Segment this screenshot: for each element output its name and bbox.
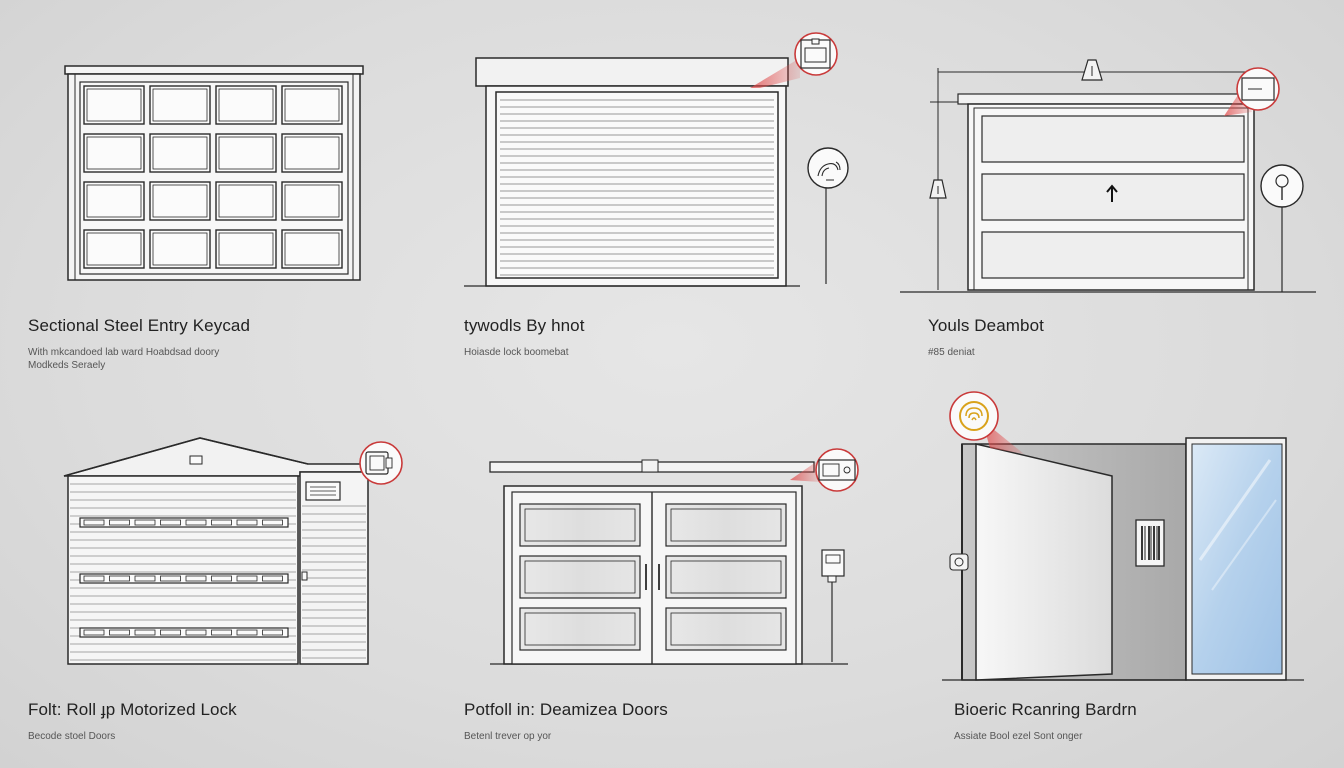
panel-title: Bioeric Rcanring Bardrn — [954, 700, 1137, 719]
door-panel — [665, 555, 787, 599]
window-strip — [79, 627, 289, 638]
garage-building — [63, 437, 369, 665]
window-pane — [281, 229, 343, 269]
window-pane — [149, 181, 211, 221]
caption-sectional-steel: Sectional Steel Entry Keycad With mkcand… — [28, 316, 408, 372]
panel-title: tywodls By hnot — [464, 316, 585, 335]
keypad-callout-icon — [815, 448, 859, 492]
door-panel — [665, 503, 787, 547]
window-strip — [79, 517, 289, 528]
window-pane — [83, 229, 145, 269]
window-pane — [83, 85, 145, 125]
window-pane — [281, 181, 343, 221]
fingerprint-reader-icon — [807, 147, 849, 189]
biometric-entry-door — [942, 420, 1304, 681]
door-panel — [665, 607, 787, 651]
window-strip — [79, 573, 289, 584]
window-pane — [149, 229, 211, 269]
keypad-callout-icon — [1236, 67, 1280, 111]
panel-title: Folt: Roll ɟp Motorized Lock — [28, 700, 237, 719]
sectional-door — [64, 65, 364, 281]
caption-roll-up: tywodls By hnot Hoiasde lock boomebat — [464, 316, 844, 359]
caption-biometric: Bioeric Rcanring Bardrn Assiate Bool eze… — [954, 700, 1334, 743]
panel-subtitle: With mkcandoed lab ward Hoabdsad doory — [28, 347, 220, 358]
biometric-scanner-icon — [949, 391, 999, 441]
window-pane — [83, 133, 145, 173]
panel-subtitle: Assiate Bool ezel Sont onger — [954, 731, 1083, 742]
window-pane — [281, 85, 343, 125]
panel-subtitle-line2: Modkeds Seraely — [28, 360, 106, 371]
door-panel — [519, 555, 641, 599]
smart-lock-icon — [1260, 164, 1304, 208]
panel-subtitle: Becode stoel Doors — [28, 731, 116, 742]
window-pane — [215, 229, 277, 269]
window-pane — [281, 133, 343, 173]
caption-carriage-doors: Potfoll in: Deamizea Doors Betenl trever… — [464, 700, 844, 743]
window-pane — [149, 133, 211, 173]
caption-motorized-lock: Folt: Roll ɟp Motorized Lock Becode stoe… — [28, 700, 408, 743]
window-pane — [215, 133, 277, 173]
panel-subtitle: #85 deniat — [928, 347, 975, 358]
panel-subtitle: Betenl trever op yor — [464, 731, 552, 742]
door-panel — [519, 503, 641, 547]
window-pane — [149, 85, 211, 125]
caption-deadbolt: Youls Deambot #85 deniat — [928, 316, 1308, 359]
panel-title: Youls Deambot — [928, 316, 1044, 335]
door-panel — [519, 607, 641, 651]
roll-up-door — [464, 57, 827, 287]
window-pane — [215, 85, 277, 125]
window-pane — [83, 181, 145, 221]
panel-title: Sectional Steel Entry Keycad — [28, 316, 251, 335]
window-pane — [215, 181, 277, 221]
keypad-callout-icon — [794, 32, 838, 76]
panel-title: Potfoll in: Deamizea Doors — [464, 700, 668, 719]
carriage-double-door — [489, 459, 848, 665]
sectional-door-dimensioned — [900, 59, 1316, 293]
keypad-callout-icon — [359, 441, 403, 485]
panel-subtitle: Hoiasde lock boomebat — [464, 347, 569, 358]
